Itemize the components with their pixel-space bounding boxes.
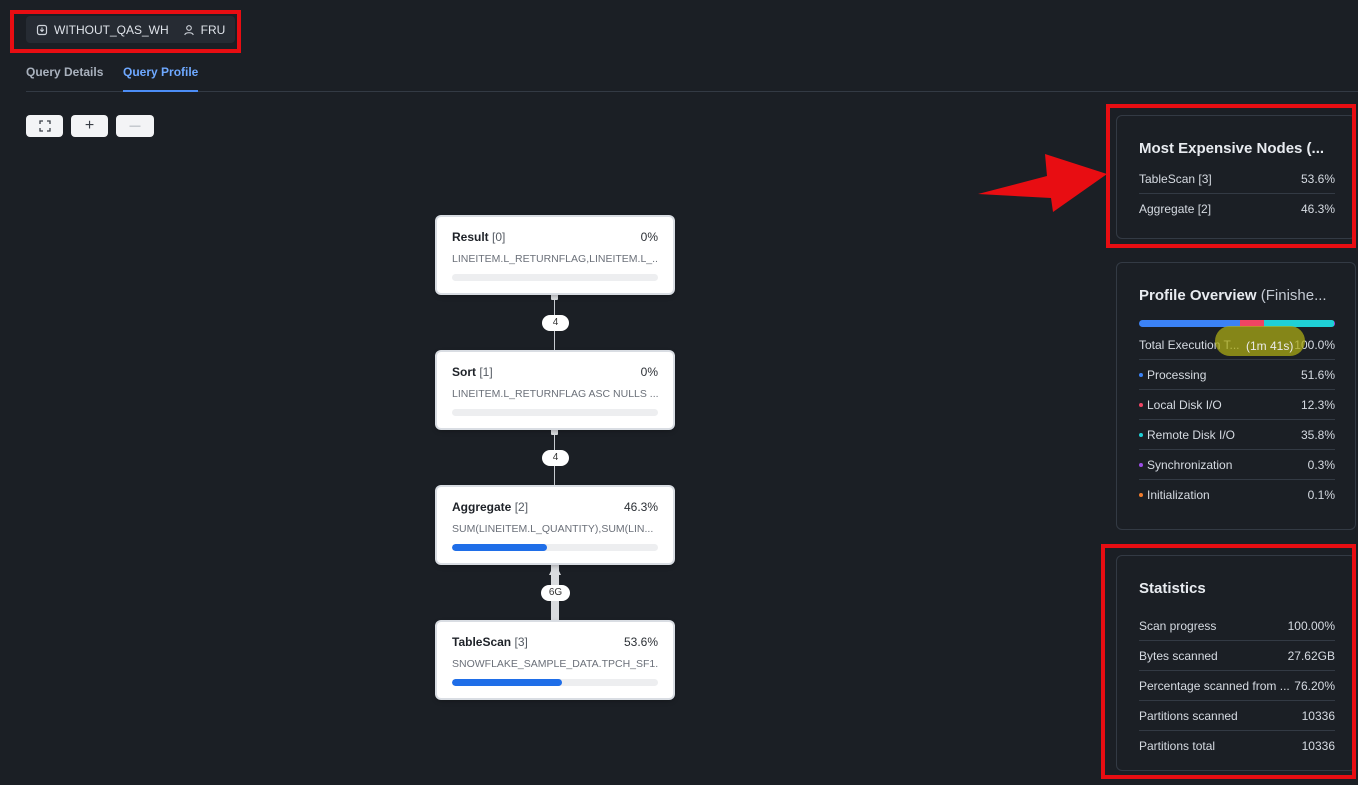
execution-breakdown-bar [1139, 320, 1335, 327]
expand-icon [38, 120, 51, 132]
node-detail: LINEITEM.L_RETURNFLAG,LINEITEM.L_... [452, 253, 658, 265]
node-progress-bar [452, 679, 658, 686]
node-id: [1] [479, 365, 493, 379]
legend-dot [1139, 493, 1143, 497]
user-icon [183, 24, 194, 35]
edge-port [551, 427, 558, 435]
overview-row-synchronization[interactable]: Synchronization 0.3% [1139, 450, 1335, 480]
highlight-marker [1215, 326, 1305, 356]
user-name: FRU [200, 22, 226, 37]
panel-title: Profile Overview (Finishe... [1139, 287, 1327, 304]
warehouse-tag[interactable]: WITHOUT_QAS_WH [36, 23, 169, 37]
node-progress-fill [452, 544, 548, 551]
node-progress-bar [452, 544, 658, 551]
profile-overview-panel: Profile Overview (Finishe... Total Execu… [1116, 262, 1356, 530]
node-percent: 53.6% [623, 635, 658, 649]
zoom-out-button[interactable]: — [116, 115, 154, 137]
overview-row-local-disk[interactable]: Local Disk I/O 12.3% [1139, 390, 1335, 420]
panel-subtitle: (Finishe... [1260, 287, 1327, 304]
minus-icon: — [129, 120, 141, 132]
node-id: [3] [514, 635, 528, 649]
node-detail: LINEITEM.L_RETURNFLAG ASC NULLS ... [452, 388, 658, 400]
expensive-node-row[interactable]: Aggregate [2] 46.3% [1139, 202, 1335, 216]
plus-icon: + [84, 117, 95, 134]
segment-remote-disk [1264, 320, 1335, 327]
warehouse-name: WITHOUT_QAS_WH [54, 22, 169, 37]
edge-row-count-label: 4 [542, 315, 569, 331]
expensive-node-row[interactable]: TableScan [3] 53.6% [1139, 164, 1335, 194]
tab-query-details[interactable]: Query Details [26, 65, 104, 79]
stat-row-percent-scanned: Percentage scanned from ...76.20% [1139, 671, 1335, 701]
segment-local-disk [1240, 320, 1265, 327]
overview-row-processing[interactable]: Processing 51.6% [1139, 360, 1335, 390]
query-context-chip: WITHOUT_QAS_WH FRU [26, 16, 236, 43]
warehouse-icon [36, 24, 48, 35]
tab-query-profile[interactable]: Query Profile [123, 62, 199, 92]
legend-dot [1139, 462, 1143, 467]
node-id: [2] [514, 500, 529, 514]
fit-to-screen-button[interactable] [26, 115, 63, 137]
segment-sync [1334, 320, 1335, 327]
user-tag[interactable]: FRU [183, 22, 226, 37]
edge-bytes-label: 6G [541, 585, 570, 601]
node-progress-bar [452, 409, 658, 416]
node-name: TableScan [452, 635, 512, 649]
node-id: [0] [492, 230, 506, 244]
overview-row-remote-disk[interactable]: Remote Disk I/O 35.8% [1139, 420, 1335, 450]
total-execution-time: (1m 41s) [1246, 339, 1294, 353]
panel-title: Most Expensive Nodes (... [1139, 140, 1325, 157]
node-name: Sort [452, 365, 476, 379]
edge-port [551, 292, 558, 300]
node-progress-bar [452, 274, 658, 281]
overview-row-initialization[interactable]: Initialization 0.1% [1139, 480, 1335, 510]
node-result[interactable]: Result [0] 0% LINEITEM.L_RETURNFLAG,LINE… [437, 217, 673, 293]
edge-row-count-label: 4 [542, 450, 569, 466]
legend-dot [1139, 372, 1143, 377]
zoom-in-button[interactable]: + [71, 115, 108, 137]
panel-title: Statistics [1139, 580, 1206, 597]
node-percent: 46.3% [623, 500, 658, 514]
legend-dot [1139, 432, 1143, 437]
node-detail: SUM(LINEITEM.L_QUANTITY),SUM(LIN... [452, 523, 654, 535]
tab-bar: Query Details Query Profile [26, 62, 1358, 92]
node-aggregate[interactable]: Aggregate [2] 46.3% SUM(LINEITEM.L_QUANT… [437, 487, 673, 563]
node-progress-fill [452, 679, 563, 686]
segment-processing [1139, 320, 1241, 327]
most-expensive-nodes-panel: Most Expensive Nodes (... TableScan [3] … [1116, 115, 1356, 239]
node-name: Aggregate [452, 500, 512, 514]
node-tablescan[interactable]: TableScan [3] 53.6% SNOWFLAKE_SAMPLE_DAT… [437, 622, 673, 698]
node-detail: SNOWFLAKE_SAMPLE_DATA.TPCH_SF1... [452, 658, 658, 670]
arrow-up-icon [549, 563, 561, 575]
node-name: Result [452, 230, 489, 244]
node-percent: 0% [640, 365, 658, 379]
node-sort[interactable]: Sort [1] 0% LINEITEM.L_RETURNFLAG ASC NU… [437, 352, 673, 428]
annotation-arrow-icon [978, 154, 1107, 212]
legend-dot [1139, 402, 1143, 407]
node-percent: 0% [640, 230, 658, 244]
